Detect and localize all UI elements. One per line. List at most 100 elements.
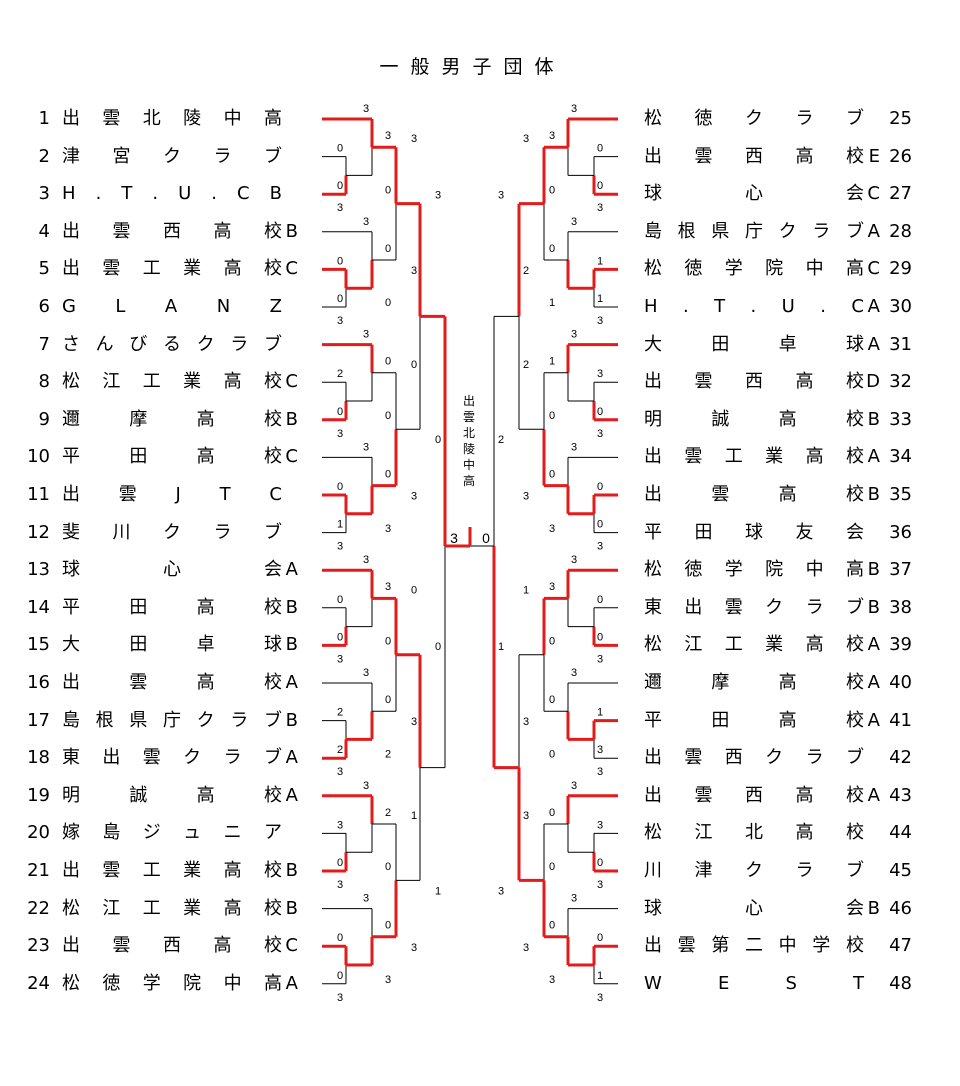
match-score: 3 xyxy=(571,893,577,905)
seed-number: 42 xyxy=(889,747,912,769)
team-name: 松江工業高校 xyxy=(62,897,282,919)
match-score: 3 xyxy=(411,716,417,728)
seed-number: 27 xyxy=(889,183,912,205)
team-name: さんびるクラブ xyxy=(62,333,282,355)
match-score: 3 xyxy=(337,766,343,778)
match-score: 3 xyxy=(571,667,577,679)
team-name: 平田球友会 xyxy=(644,521,864,543)
match-score: 3 xyxy=(597,766,603,778)
match-score: 3 xyxy=(363,780,369,792)
seed-number: 44 xyxy=(889,822,912,844)
team-name: 出雲西高校 xyxy=(644,784,864,806)
team-name: 松江北高校 xyxy=(644,822,864,844)
team-tag: B xyxy=(867,897,880,919)
match-score: 0 xyxy=(597,519,603,531)
match-score: 0 xyxy=(337,594,343,606)
match-score: 3 xyxy=(571,329,577,341)
match-score: 3 xyxy=(549,581,555,593)
team-tag: B xyxy=(285,634,298,656)
match-score: 3 xyxy=(363,441,369,453)
team-name: 出雲北陵中高 xyxy=(62,108,282,129)
match-score: 0 xyxy=(337,857,343,869)
match-score: 0 xyxy=(411,584,417,596)
seed-number: 5 xyxy=(38,258,50,280)
match-score: 0 xyxy=(549,243,555,255)
match-score: 1 xyxy=(337,519,343,531)
match-score: 0 xyxy=(597,406,603,418)
match-score: 0 xyxy=(385,636,391,648)
seed-number: 48 xyxy=(889,972,912,994)
seed-number: 7 xyxy=(38,333,50,355)
team-name: 出雲高校 xyxy=(62,672,282,693)
match-score: 3 xyxy=(498,190,504,202)
match-score: 0 xyxy=(549,861,555,873)
team-name: 島根県庁クラブ xyxy=(62,709,282,731)
team-name: 松徳学院中高 xyxy=(62,972,282,994)
team-name: 平田高校 xyxy=(62,446,282,468)
match-score: 3 xyxy=(435,190,441,202)
match-score: 3 xyxy=(363,103,369,115)
team-name: 島根県庁クラブ xyxy=(644,220,864,242)
match-score: 1 xyxy=(549,297,555,309)
match-score: 3 xyxy=(523,133,529,145)
match-score: 3 xyxy=(337,992,343,1004)
team-name: 東出雲クラブ xyxy=(62,747,282,769)
team-name: 東出雲クラブ xyxy=(644,596,864,618)
match-score: 0 xyxy=(337,481,343,493)
seed-number: 10 xyxy=(27,446,50,468)
team-tag: B xyxy=(285,860,298,881)
match-score: 2 xyxy=(385,807,391,819)
team-name: 邇摩高校 xyxy=(62,408,282,430)
team-name: 出雲西クラブ xyxy=(644,747,864,769)
seed-number: 15 xyxy=(27,634,50,656)
team-name: 川津クラブ xyxy=(644,860,864,881)
match-score: 1 xyxy=(411,810,417,822)
match-score: 2 xyxy=(337,707,343,719)
match-score: 2 xyxy=(385,748,391,760)
match-score: 3 xyxy=(597,428,603,440)
seed-number: 47 xyxy=(889,935,912,957)
match-score: 3 xyxy=(597,744,603,756)
match-score: 3 xyxy=(571,216,577,228)
team-tag: B xyxy=(285,596,298,618)
match-score: 0 xyxy=(385,861,391,873)
match-score: 2 xyxy=(337,368,343,380)
match-score: 3 xyxy=(337,541,343,553)
match-score: 1 xyxy=(597,293,603,305)
match-score: 3 xyxy=(363,216,369,228)
seed-number: 26 xyxy=(889,145,912,167)
match-score: 3 xyxy=(337,202,343,214)
seed-number: 38 xyxy=(889,596,912,618)
match-score: 0 xyxy=(549,807,555,819)
team-tag: A xyxy=(867,296,880,317)
match-score: 0 xyxy=(597,180,603,192)
seed-number: 14 xyxy=(27,596,50,618)
match-score: 3 xyxy=(597,879,603,891)
seed-number: 19 xyxy=(27,784,50,806)
match-score: 3 xyxy=(385,130,391,142)
team-tag: A xyxy=(285,784,298,806)
match-score: 0 xyxy=(597,594,603,606)
team-name: 球心会 xyxy=(62,559,282,581)
seed-number: 23 xyxy=(27,935,50,957)
match-score: 0 xyxy=(385,468,391,480)
seed-number: 21 xyxy=(27,860,50,881)
match-score: 0 xyxy=(337,970,343,982)
team-tag: A xyxy=(285,672,298,693)
team-tag: A xyxy=(867,634,880,656)
seed-number: 22 xyxy=(27,897,50,919)
seed-number: 43 xyxy=(889,784,912,806)
match-score: 3 xyxy=(571,780,577,792)
seed-number: 13 xyxy=(27,559,50,581)
match-score: 3 xyxy=(363,329,369,341)
seed-number: 46 xyxy=(889,897,912,919)
match-score: 0 xyxy=(597,857,603,869)
match-score: 0 xyxy=(385,243,391,255)
match-score: 0 xyxy=(435,434,441,446)
team-name: 松徳クラブ xyxy=(644,108,864,129)
seed-number: 9 xyxy=(38,408,50,430)
match-score: 0 xyxy=(549,920,555,932)
